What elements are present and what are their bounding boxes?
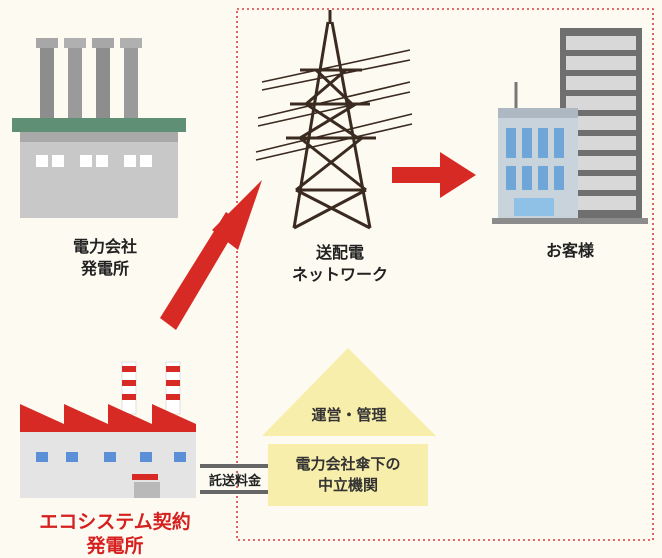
customer-label: お客様 [545,241,594,260]
service-area-boundary [236,8,654,541]
office-building-icon [492,28,648,224]
arrow-eco-to-grid [160,180,262,330]
transmission-label: 送配電 ネットワーク [260,242,420,286]
neutral-body-box: 電力会社傘下の 中立機関 [268,444,428,506]
eco-plant-line1: エコシステム契約 [39,511,191,533]
neutral-body-line1: 電力会社傘下の [295,455,401,473]
power-company-line2: 発電所 [80,259,129,278]
power-company-label: 電力会社 発電所 [40,236,170,280]
eco-plant-line2: 発電所 [86,535,144,557]
transmission-tower-icon [286,10,376,230]
transmission-line2: ネットワーク [291,265,388,284]
power-company-line1: 電力会社 [72,237,137,256]
eco-factory-icon [20,361,196,498]
operation-label: 運営・管理 [311,406,387,424]
arrow-grid-to-customer [392,152,476,198]
neutral-body-line2: 中立機関 [317,476,378,494]
transmission-line1: 送配電 [315,243,364,262]
power-lines [255,49,413,161]
fee-label: 託送料金 [208,474,261,489]
eco-plant-label: エコシステム契約 発電所 [0,510,230,558]
neutral-body-roof [262,348,436,436]
factory-icon [12,38,186,218]
